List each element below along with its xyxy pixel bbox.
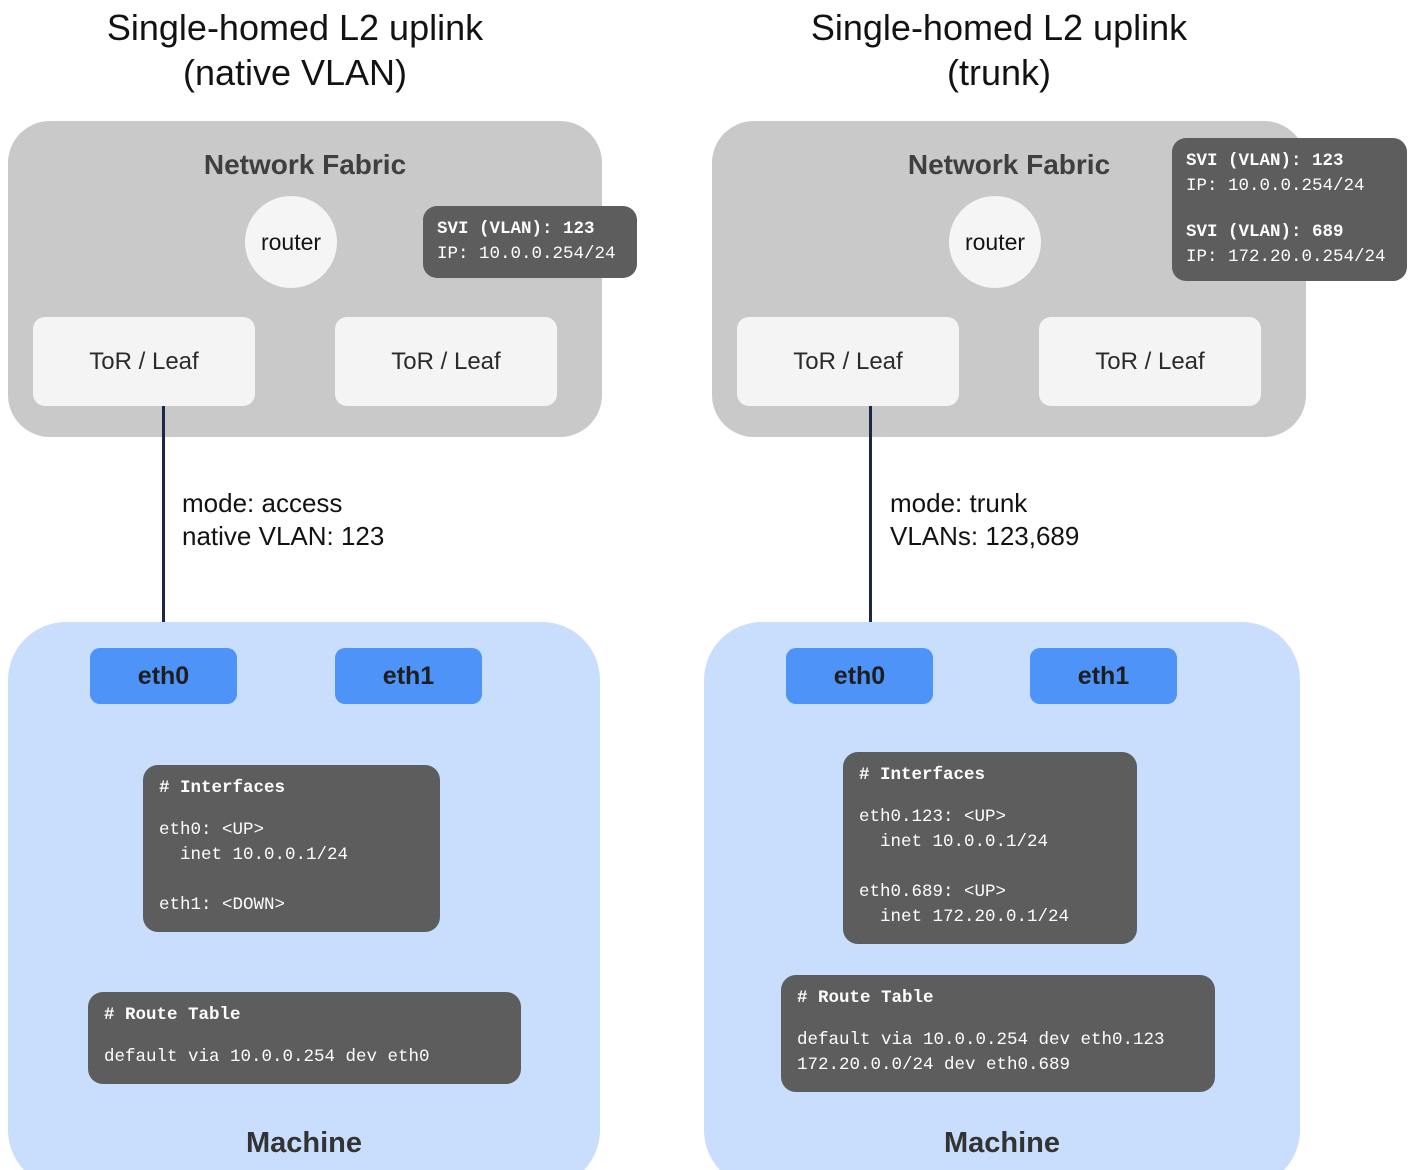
- network-fabric-label: Network Fabric: [203, 149, 407, 180]
- tor-leaf-box-right: ToR / Leaf: [1039, 317, 1261, 406]
- route-table-codebox: # Route Table default via 10.0.0.254 dev…: [781, 975, 1215, 1092]
- diagram-panel-native-vlan: Single-homed L2 uplink (native VLAN) Net…: [0, 5, 637, 1170]
- tor-leaf-box-left: ToR / Leaf: [737, 317, 959, 406]
- route-table-title: # Route Table: [797, 988, 934, 1008]
- interfaces-body: eth0: <UP> inet 10.0.0.1/24 eth1: <DOWN>: [159, 820, 349, 915]
- svi-ip-line: IP: 10.0.0.254/24: [1186, 176, 1365, 196]
- uplink-vlan-label: VLANs: 123,689: [890, 521, 1080, 551]
- svi-ip-line: IP: 172.20.0.254/24: [1186, 247, 1386, 267]
- nic-chip-eth0: eth0: [786, 648, 933, 704]
- route-table-body: default via 10.0.0.254 dev eth0: [104, 1047, 430, 1067]
- svi-ip-line: IP: 10.0.0.254/24: [437, 244, 616, 264]
- network-fabric-box: Network Fabric router ToR / Leaf ToR / L…: [8, 121, 602, 437]
- interfaces-title: # Interfaces: [859, 765, 986, 785]
- tor-leaf-box-right: ToR / Leaf: [335, 317, 557, 406]
- uplink-labels: mode: access native VLAN: 123: [182, 487, 384, 553]
- diagram-title-line: Single-homed L2 uplink: [810, 7, 1188, 48]
- svi-vlan-line: SVI (VLAN): 123: [437, 219, 595, 239]
- interfaces-body: eth0.123: <UP> inet 10.0.0.1/24 eth0.689…: [859, 807, 1070, 927]
- uplink-labels: mode: trunk VLANs: 123,689: [890, 487, 1079, 553]
- diagram-panel-trunk: Single-homed L2 uplink (trunk) Network F…: [704, 0, 1416, 1170]
- network-fabric-label: Network Fabric: [907, 149, 1111, 180]
- diagram-subtitle-line: (native VLAN): [182, 52, 408, 93]
- diagram-title: Single-homed L2 uplink (trunk): [704, 5, 1294, 95]
- machine-label: Machine: [245, 1127, 363, 1159]
- nic-chip-eth1: eth1: [1030, 648, 1177, 704]
- interfaces-codebox: # Interfaces eth0: <UP> inet 10.0.0.1/24…: [143, 765, 440, 932]
- tor-leaf-box-left: ToR / Leaf: [33, 317, 255, 406]
- route-table-title: # Route Table: [104, 1005, 241, 1025]
- svi-block: SVI (VLAN): 123 IP: 10.0.0.254/24: [437, 217, 623, 267]
- machine-label: Machine: [943, 1127, 1061, 1159]
- svi-block: SVI (VLAN): 689 IP: 172.20.0.254/24: [1186, 220, 1393, 270]
- uplink-line: [162, 406, 165, 651]
- svi-block: SVI (VLAN): 123 IP: 10.0.0.254/24: [1186, 149, 1393, 199]
- diagram-subtitle-line: (trunk): [946, 52, 1051, 93]
- nic-chip-eth0: eth0: [90, 648, 237, 704]
- interfaces-title: # Interfaces: [159, 778, 286, 798]
- uplink-mode-label: mode: access: [182, 488, 343, 518]
- svi-callout: SVI (VLAN): 123 IP: 10.0.0.254/24 SVI (V…: [1172, 138, 1407, 281]
- svi-callout: SVI (VLAN): 123 IP: 10.0.0.254/24: [423, 206, 637, 278]
- nic-chip-eth1: eth1: [335, 648, 482, 704]
- svi-vlan-line: SVI (VLAN): 689: [1186, 222, 1344, 242]
- router-node: router: [949, 196, 1041, 288]
- uplink-line: [869, 406, 872, 651]
- route-table-body: default via 10.0.0.254 dev eth0.123 172.…: [797, 1030, 1165, 1075]
- diagram-title: Single-homed L2 uplink (native VLAN): [0, 5, 590, 95]
- machine-box: eth0 eth1 # Interfaces eth0.123: <UP> in…: [704, 622, 1300, 1170]
- router-node: router: [245, 196, 337, 288]
- uplink-vlan-label: native VLAN: 123: [182, 521, 385, 551]
- svi-vlan-line: SVI (VLAN): 123: [1186, 151, 1344, 171]
- interfaces-codebox: # Interfaces eth0.123: <UP> inet 10.0.0.…: [843, 752, 1137, 944]
- uplink-mode-label: mode: trunk: [890, 488, 1028, 518]
- diagram-title-line: Single-homed L2 uplink: [106, 7, 484, 48]
- route-table-codebox: # Route Table default via 10.0.0.254 dev…: [88, 992, 521, 1084]
- machine-box: eth0 eth1 # Interfaces eth0: <UP> inet 1…: [8, 622, 600, 1170]
